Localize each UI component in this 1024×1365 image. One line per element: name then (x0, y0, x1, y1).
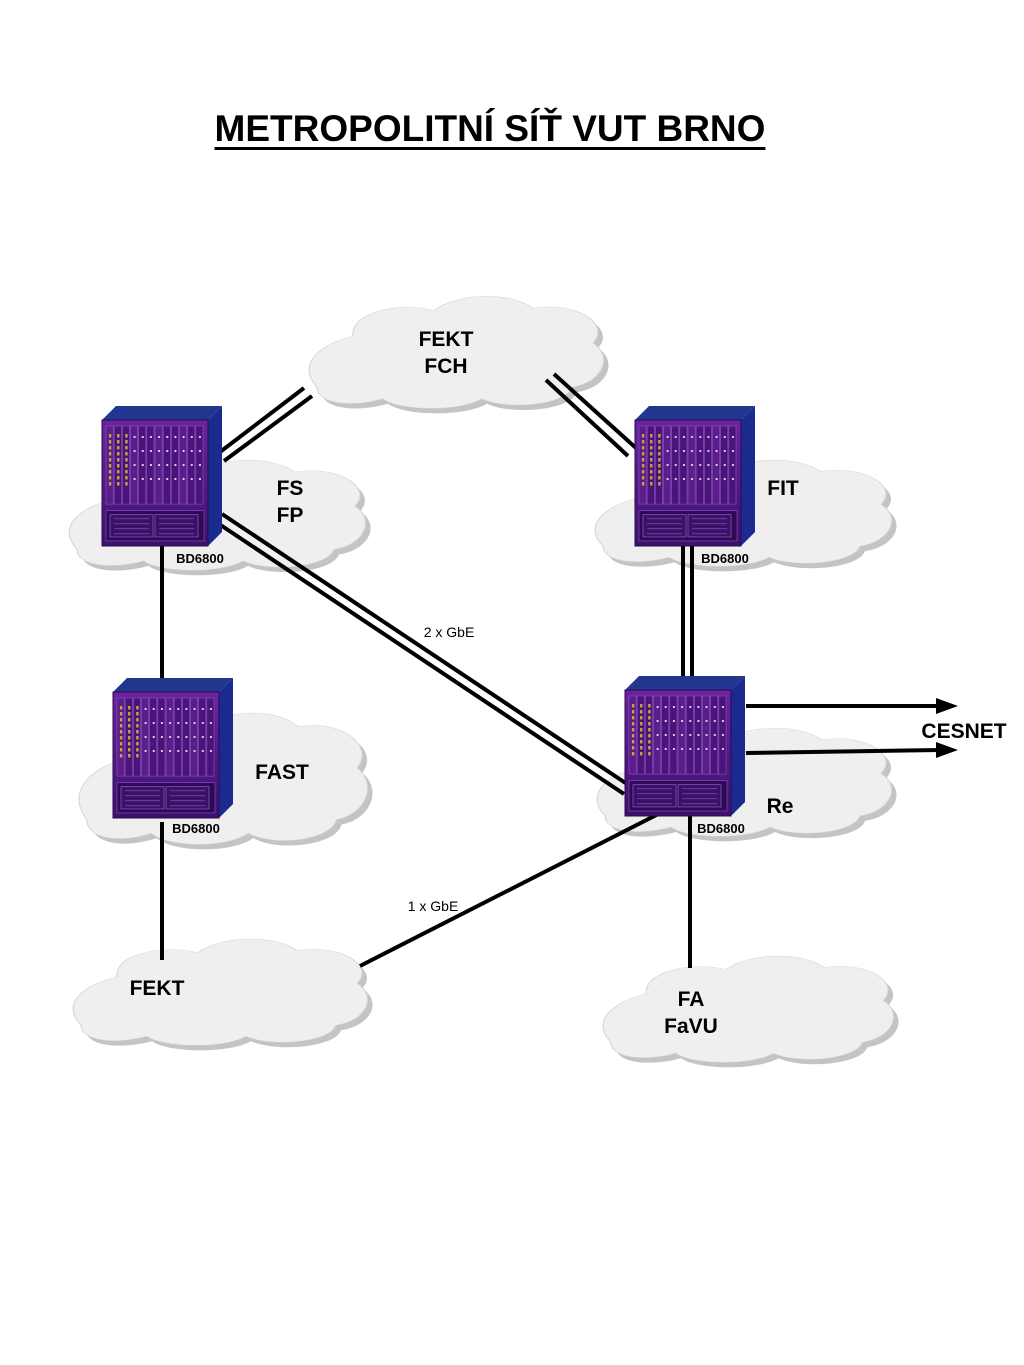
cloud-label-fekt: FEKT (130, 977, 185, 1000)
link-fekt-to-re (359, 806, 671, 968)
device-label-sw-fs: BD6800 (176, 551, 224, 566)
cloud-label-fast: FAST (255, 761, 309, 784)
external-label-cesnet: CESNET (921, 720, 1006, 743)
link-fs-to-re (214, 512, 632, 796)
link-label-2x-gbe: 2 x GbE (424, 624, 475, 640)
switch-re (624, 676, 745, 817)
link-label-1x-gbe: 1 x GbE (408, 898, 459, 914)
switch-fit (634, 406, 755, 547)
cloud-label-re: Re (767, 795, 794, 818)
cloud-fa-favu (603, 956, 899, 1067)
devices-layer (101, 406, 755, 819)
cloud-fekt (73, 939, 372, 1050)
switch-fast (112, 678, 233, 819)
cloud-label-fs-fp-line1: FS (277, 477, 304, 500)
cloud-label-fs-fp-line2: FP (277, 504, 304, 527)
link-fs-to-fekt-fch (218, 386, 314, 463)
switch-fs-fp (101, 406, 222, 547)
cloud-label-fit: FIT (767, 477, 799, 500)
device-label-sw-re: BD6800 (697, 821, 745, 836)
text-layer: FEKT FCH FS FP FIT FAST Re FEKT FA FaVU … (130, 328, 1007, 1038)
cloud-label-fa-favu-line1: FA (678, 988, 705, 1011)
device-label-sw-fast: BD6800 (172, 821, 220, 836)
links-layer (160, 372, 958, 968)
cloud-label-fa-favu-line2: FaVU (664, 1015, 718, 1038)
link-re-to-cesnet (745, 698, 958, 758)
page-title: METROPOLITNÍ SÍŤ VUT BRNO (214, 108, 766, 149)
link-fekt-fch-to-fit (544, 372, 638, 458)
cloud-label-fekt-fch-line1: FEKT (419, 328, 474, 351)
cloud-label-fekt-fch-line2: FCH (424, 355, 467, 378)
device-label-sw-fit: BD6800 (701, 551, 749, 566)
link-fit-to-re (681, 546, 694, 676)
